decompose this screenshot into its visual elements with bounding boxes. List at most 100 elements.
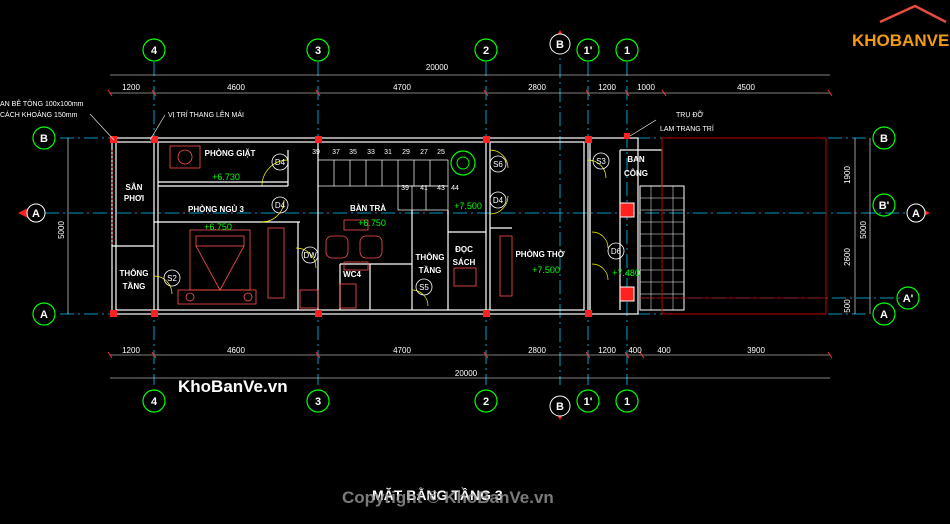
stair-num-5: 31: [384, 149, 392, 156]
stair-num-8: 25: [437, 149, 445, 156]
grid-label-top-1: 1: [624, 45, 630, 57]
grid-bubble-right-bp: [872, 193, 896, 217]
grid-label-left-a-mid: A: [32, 208, 40, 220]
grid-lines: [45, 40, 905, 385]
room-phong-giat: PHÒNG GIẶT: [205, 149, 256, 158]
dim-top-total: 20000: [426, 63, 449, 72]
room-thong-tang-left-1: THÔNG: [120, 269, 149, 278]
room-doc-sach-1: ĐỌC: [455, 245, 473, 254]
door-tag-3: D4: [493, 196, 504, 205]
grid-bubble-left-a-mid: [26, 203, 46, 223]
grid-label-left-a: A: [40, 309, 48, 321]
grid-bubble-bottom-b: [549, 395, 571, 417]
walls: [111, 137, 663, 315]
dim-top-7: 4500: [737, 83, 755, 92]
grid-bubble-top-3: [306, 38, 330, 62]
stair: [317, 159, 449, 211]
door-tag-6: S5: [419, 283, 429, 292]
grid-bubble-bottom-1: [615, 389, 639, 413]
door-tag-8: S3: [596, 157, 606, 166]
grid-bubble-top-1: [615, 38, 639, 62]
grid-bubble-right-a: [872, 302, 896, 326]
watermark-brand: KhoBanVe.vn: [178, 377, 288, 396]
stair-num-3: 35: [349, 149, 357, 156]
plant: [450, 150, 476, 176]
room-phong-tho: PHÒNG THỜ: [515, 250, 564, 259]
level-5: +7.500: [532, 265, 560, 275]
level-6: +7.480: [612, 268, 640, 278]
dim-right-1: 1900: [843, 166, 852, 184]
note-lam-trang-tri: LAM TRANG TRÍ: [660, 124, 714, 133]
grid-label-bottom-4: 4: [151, 396, 158, 408]
grid-bubble-bottom-4: [142, 389, 166, 413]
note-beam-2: CÁCH KHOẢNG 150mm: [0, 110, 78, 119]
dim-left-1: 5000: [57, 221, 66, 239]
house-roof-icon: [879, 4, 947, 24]
grid-label-bottom-1: 1: [624, 396, 630, 408]
door-tag-2: D4: [275, 201, 286, 210]
level-3: +6.750: [358, 218, 386, 228]
note-beam-leader: [89, 113, 115, 141]
grid-bubble-top-1p: [576, 38, 600, 62]
note-beam-1: AN BÊ TÔNG 100x100mm: [0, 99, 84, 108]
stair-num-4: 33: [367, 149, 375, 156]
stair-num-2: 37: [332, 149, 340, 156]
room-thong-tang-mid-2: TẦNG: [419, 265, 442, 275]
dim-bottom-1: 1200: [122, 346, 140, 355]
brand-logo: KHOBANVE: [852, 4, 949, 50]
level-4: +7.500: [454, 201, 482, 211]
roof-outline: [661, 137, 827, 315]
room-san-phoi-1: SÂN: [126, 183, 143, 192]
dim-bottom-4: 2800: [528, 346, 546, 355]
grid-label-left-b: B: [40, 133, 48, 145]
note-stair-leader: [149, 114, 166, 141]
grid-label-top-1p: 1': [584, 45, 593, 57]
grid-label-bottom-2: 2: [483, 396, 489, 408]
stair-num-11: 43: [437, 185, 445, 192]
grid-bubble-right-a-mid: [906, 203, 926, 223]
dim-bottom-3: 4700: [393, 346, 411, 355]
room-thong-tang-left-2: TẦNG: [123, 281, 146, 291]
level-2: +6.750: [204, 222, 232, 232]
grid-label-top-b: B: [556, 39, 564, 51]
dim-top-2: 4600: [227, 83, 245, 92]
grid-label-right-b: B: [880, 133, 888, 145]
stair-num-1: 39: [312, 149, 320, 156]
room-doc-sach-2: SÁCH: [453, 258, 476, 267]
grid-label-top-4: 4: [151, 45, 158, 57]
dim-right-4: 500: [843, 299, 852, 313]
door-swings: [153, 149, 609, 307]
dimension-lines: [67, 74, 871, 379]
plant-inner: [456, 156, 470, 170]
dim-bottom-5: 1200: [598, 346, 616, 355]
room-ban-cong-2: CÔNG: [624, 169, 648, 178]
grid-bubble-left-a: [32, 302, 56, 326]
room-phong-ngu: PHÒNG NGỦ 3: [188, 205, 245, 214]
grid-bubble-bottom-3: [306, 389, 330, 413]
room-ban-tra: BÀN TRÀ: [350, 204, 386, 213]
door-tag-7: S6: [493, 160, 503, 169]
dim-bottom-total: 20000: [455, 369, 478, 378]
dim-bottom-8: 3900: [747, 346, 765, 355]
dim-right-2: 5000: [859, 221, 868, 239]
stair-num-10: 41: [420, 185, 428, 192]
level-1: +6.730: [212, 172, 240, 182]
door-tag-1: D4: [275, 158, 286, 167]
dim-bottom-2: 4600: [227, 346, 245, 355]
room-thong-tang-mid-1: THÔNG: [416, 253, 445, 262]
stair-num-12: 44: [451, 185, 459, 192]
red-markers: [18, 30, 930, 420]
door-tag-circles: [163, 152, 625, 296]
logo-text: KHOBANVE: [852, 31, 949, 50]
grid-label-right-bp: B': [879, 200, 890, 212]
grid-label-right-a: A: [880, 309, 888, 321]
door-tag-5: S2: [167, 274, 177, 283]
grid-bubble-right-b: [872, 126, 896, 150]
grid-bubble-top-4: [142, 38, 166, 62]
note-lam-leader: [629, 119, 657, 137]
stair-num-7: 27: [420, 149, 428, 156]
grid-label-right-ap: A': [903, 293, 914, 305]
dim-top-5: 1200: [598, 83, 616, 92]
dim-top-1: 1200: [122, 83, 140, 92]
